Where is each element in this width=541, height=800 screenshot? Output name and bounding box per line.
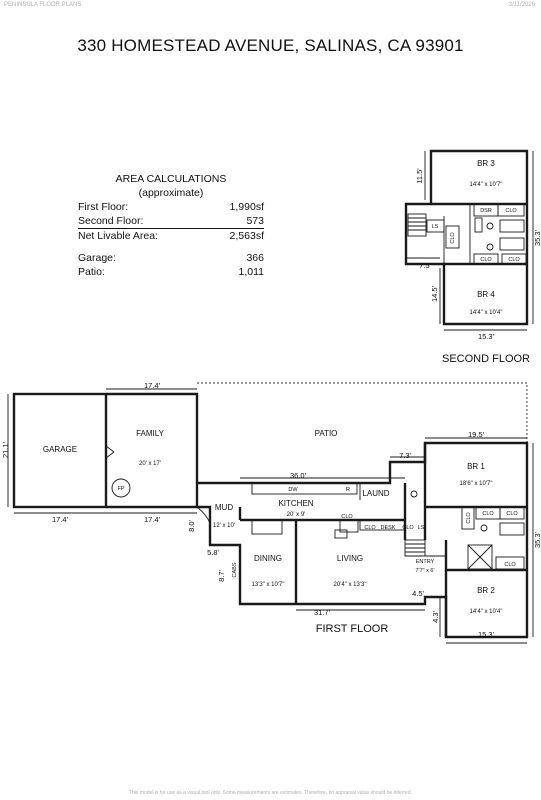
room-mud-label: MUD <box>215 503 233 512</box>
area-label: Second Floor: <box>78 215 144 227</box>
fixture-closet: CLO <box>364 525 376 531</box>
dim-garage-height: 21.1' <box>1 441 10 458</box>
area-value: 1,011 <box>238 266 265 278</box>
dim-br2-width: 15.3' <box>478 630 495 639</box>
first-floor-label: FIRST FLOOR <box>316 623 389 635</box>
room-br2-label: BR 2 <box>477 586 495 595</box>
fixture-closet: CLO <box>402 525 414 531</box>
area-row-garage: Garage: 366 <box>78 251 264 265</box>
fixture-closet: CLO <box>504 562 516 568</box>
area-subheading: (approximate) <box>138 187 204 199</box>
dim-kitchen-width: 36.0' <box>290 471 307 480</box>
room-br4-dim: 14'4" x 10'4" <box>470 310 503 316</box>
fixture-closet: CLO <box>466 512 472 524</box>
dim-ff-right: 35.3' <box>533 531 541 548</box>
second-floor-plan <box>404 149 534 331</box>
dim-sf-width: 15.3' <box>478 332 495 341</box>
area-label: Net Livable Area: <box>78 230 158 242</box>
dim-sf-top: 11.5' <box>415 168 424 184</box>
area-value: 2,563sf <box>229 230 264 242</box>
fixture-desk: DESK <box>381 525 396 531</box>
first-floor-plan <box>7 382 534 644</box>
fixture-closet: CLO <box>450 232 456 244</box>
fixture-dishwasher: DW <box>288 487 298 493</box>
dim-family-bottom: 17.4' <box>144 515 161 524</box>
room-entry-dim: 7'7" x 6' <box>415 568 434 574</box>
area-row-patio: Patio: 1,011 <box>78 265 264 279</box>
dim-sf-step: 7.5' <box>419 261 431 270</box>
second-floor-label: SECOND FLOOR <box>442 353 530 365</box>
disclaimer: This model is for use as a visual tool o… <box>128 790 412 796</box>
room-mud-dim: 12' x 10' <box>213 523 235 529</box>
dim-living-width: 31.7' <box>314 608 331 617</box>
fixture-closet: CLO <box>508 257 520 263</box>
room-dining-dim: 13'3" x 10'7" <box>252 582 285 588</box>
area-row-first-floor: First Floor: 1,990sf <box>78 200 264 214</box>
room-family-dim: 20' x 17' <box>139 461 161 467</box>
area-label: Garage: <box>78 252 116 264</box>
room-entry-label: ENTRY <box>416 559 435 565</box>
fixture-closet: CLO <box>341 514 353 520</box>
dim-garage-bottom: 17.4' <box>52 515 69 524</box>
area-label: First Floor: <box>78 201 129 213</box>
fixture-closet: CLO <box>506 511 518 517</box>
plan-date: 3/11/2026 <box>508 2 535 8</box>
room-living-dim: 20'4" x 13'3" <box>334 582 367 588</box>
fixture-dsr: DSR <box>480 208 492 214</box>
room-laundry-label: LAUND <box>362 489 389 498</box>
area-row-net-livable: Net Livable Area: 2,563sf <box>78 229 264 243</box>
room-dining-label: DINING <box>254 554 282 563</box>
room-br4-label: BR 4 <box>477 290 495 299</box>
fixture-linen: LS <box>418 525 425 531</box>
fireplace-label: FP <box>117 486 124 492</box>
dim-mud-side: 8.0' <box>187 520 196 532</box>
fixture-closet: CLO <box>505 208 517 214</box>
area-calculations: AREA CALCULATIONS (approximate) First Fl… <box>78 172 264 279</box>
area-value: 366 <box>246 252 264 264</box>
room-patio-label: PATIO <box>315 429 338 438</box>
room-garage-label: GARAGE <box>43 445 77 454</box>
room-br2-dim: 14'4" x 10'4" <box>470 609 503 615</box>
area-row-second-floor: Second Floor: 573 <box>78 214 264 229</box>
fixture-linen: LS <box>432 224 439 230</box>
dim-entry-offset: 4.5' <box>412 589 424 598</box>
room-family-label: FAMILY <box>136 429 165 438</box>
room-br1-label: BR 1 <box>467 462 485 471</box>
dim-sf-bottom-left: 14.5' <box>430 285 439 302</box>
area-value: 1,990sf <box>229 201 264 213</box>
area-heading: AREA CALCULATIONS <box>115 173 227 185</box>
dim-cabs-height: 8.7' <box>217 570 226 582</box>
dim-dining-offset: 5.8' <box>207 548 219 557</box>
area-label: Patio: <box>78 266 105 278</box>
room-br3-dim: 14'4" x 10'7" <box>470 182 503 188</box>
dim-laundry-width: 7.3' <box>399 451 411 460</box>
dim-family-top: 17.4' <box>144 381 161 390</box>
area-value: 573 <box>246 215 264 227</box>
company-name: PENINSULA FLOOR PLANS <box>4 2 82 8</box>
dim-br1-width: 19.5' <box>468 430 485 439</box>
fixture-cabinets: CABS <box>232 562 238 577</box>
room-kitchen-label: KITCHEN <box>278 499 313 508</box>
room-br1-dim: 18'6" x 10'7" <box>460 481 493 487</box>
room-kitchen-dim: 20' x 9' <box>287 512 306 518</box>
fixture-refrigerator: R <box>346 487 350 493</box>
room-br3-label: BR 3 <box>477 159 495 168</box>
fixture-closet: CLO <box>480 257 492 263</box>
room-living-label: LIVING <box>337 554 363 563</box>
page-title: 330 HOMESTEAD AVENUE, SALINAS, CA 93901 <box>77 36 464 55</box>
dim-br2-offset: 4.3' <box>431 611 440 623</box>
dim-sf-right: 35.3' <box>533 229 541 246</box>
fixture-closet: CLO <box>482 511 494 517</box>
